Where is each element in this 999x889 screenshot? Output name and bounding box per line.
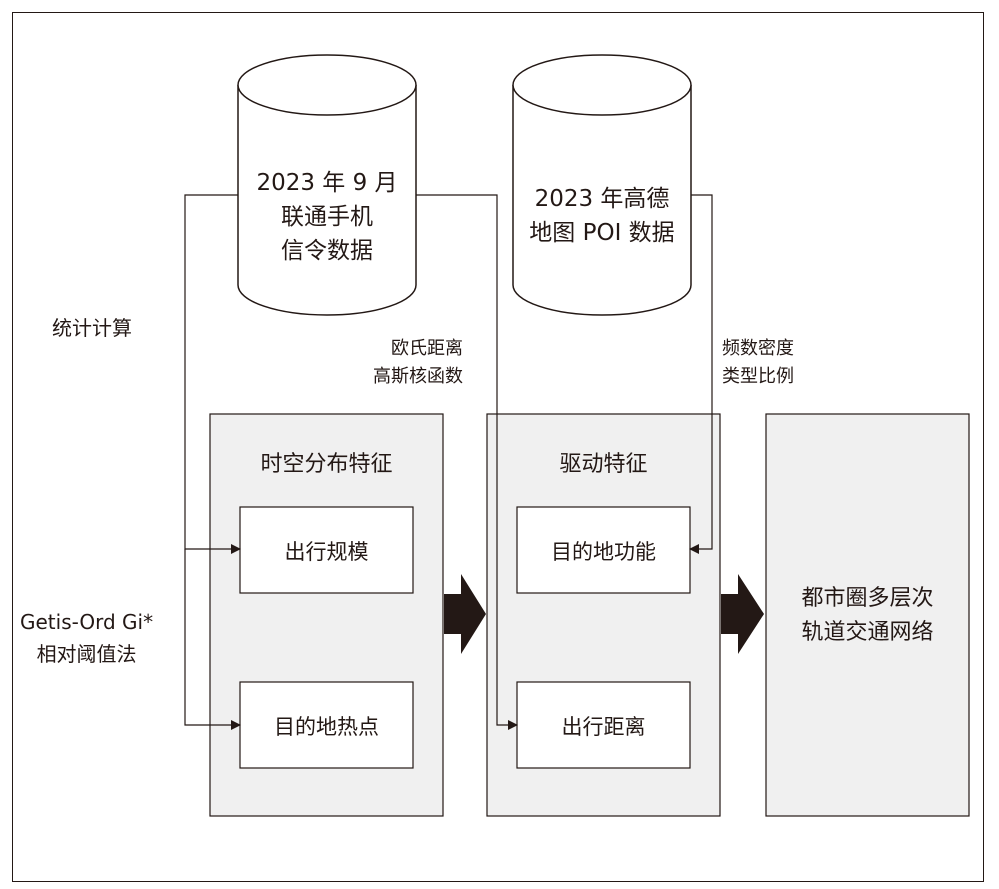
method-getis: Getis-Ord Gi* 相对阈值法: [20, 606, 153, 670]
result-line: 都市圈多层次: [801, 586, 934, 611]
cylinder-unicom-data: [237, 54, 417, 316]
getis-line: 相对阈值法: [36, 642, 137, 666]
label-travel-distance: 出行距离: [561, 715, 646, 739]
label-travel-scale: 出行规模: [284, 540, 369, 564]
box-travel-distance: [516, 681, 691, 769]
outer-frame: [12, 12, 984, 882]
cylinder-poi-data: [512, 54, 692, 316]
poi-method-line: 频数密度: [722, 338, 794, 359]
connector-hotspot: [184, 549, 241, 730]
distance-line: 高斯核函数: [373, 366, 463, 387]
unicom-line: 2023 年 9 月: [256, 170, 398, 196]
method-poi: 频数密度 类型比例: [722, 335, 794, 391]
result-label: 都市圈多层次 轨道交通网络: [766, 582, 969, 650]
box-destination-function: [516, 506, 691, 594]
method-distance: 欧氏距离 高斯核函数: [373, 335, 463, 391]
panel-title-driving: 驱动特征: [559, 452, 648, 477]
poi-line: 2023 年高德: [534, 186, 670, 212]
connector-distance: [415, 194, 518, 730]
poi-data-label: 2023 年高德 地图 POI 数据: [513, 182, 691, 250]
poi-method-line: 类型比例: [722, 366, 794, 387]
panel-title-spatiotemporal: 时空分布特征: [260, 452, 393, 477]
unicom-data-label: 2023 年 9 月 联通手机 信令数据: [238, 166, 416, 268]
connector-poi: [689, 194, 713, 554]
method-stats: 统计计算: [52, 316, 132, 340]
panel-result: [765, 413, 970, 817]
label-destination-hotspot: 目的地热点: [274, 715, 379, 739]
getis-line: Getis-Ord Gi*: [20, 610, 154, 634]
poi-line: 地图 POI 数据: [529, 220, 675, 246]
block-arrow-2: [721, 574, 764, 654]
connector-stats-scale: [184, 194, 241, 554]
block-arrow-1: [444, 574, 486, 654]
unicom-line: 信令数据: [281, 238, 373, 264]
result-line: 轨道交通网络: [801, 620, 934, 645]
box-destination-hotspot: [239, 681, 414, 769]
unicom-line: 联通手机: [281, 204, 373, 230]
box-travel-scale: [239, 506, 414, 594]
distance-line: 欧氏距离: [391, 338, 463, 359]
label-destination-function: 目的地功能: [551, 540, 656, 564]
